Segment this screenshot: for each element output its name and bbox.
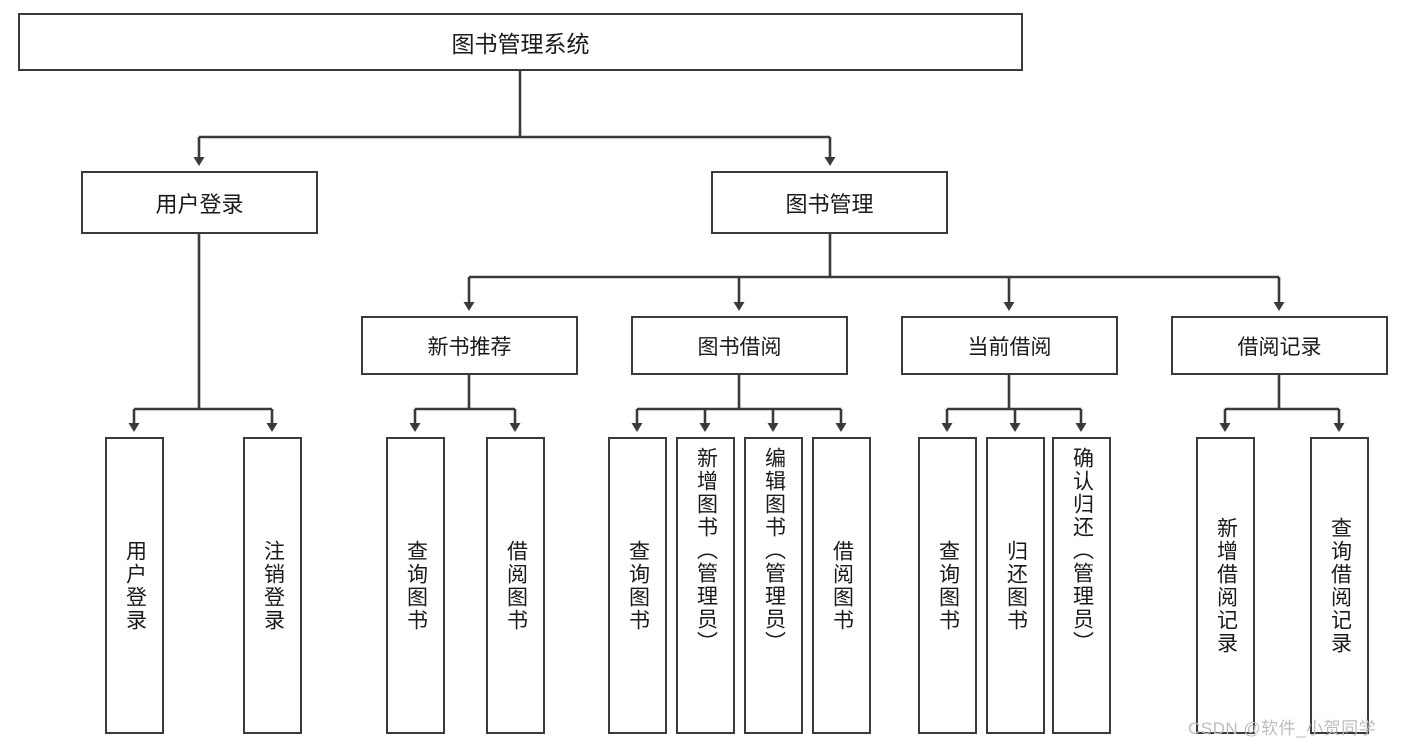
csdn-watermark: CSDN @软件_小贺同学: [1188, 719, 1377, 738]
node-current-borrow-label: 当前借阅: [967, 335, 1052, 359]
leaf-borrow-book-2-label: 借阅图书: [830, 539, 854, 632]
leaf-confirm-return-label: 确认归还（管理员）: [1070, 447, 1094, 654]
leaf-borrow-book-1[interactable]: 借阅图书: [486, 437, 545, 734]
leaf-query-book-1-label: 查询图书: [404, 539, 428, 632]
node-borrow-record[interactable]: 借阅记录: [1171, 316, 1388, 375]
leaf-user-logout-label: 注销登录: [261, 539, 285, 632]
leaf-query-book-2[interactable]: 查询图书: [608, 437, 667, 734]
leaf-add-record[interactable]: 新增借阅记录: [1196, 437, 1255, 734]
node-current-borrow[interactable]: 当前借阅: [901, 316, 1118, 375]
node-user-login-label: 用户登录: [155, 191, 244, 217]
leaf-query-book-1[interactable]: 查询图书: [386, 437, 445, 734]
node-book-manage[interactable]: 图书管理: [711, 171, 948, 234]
node-new-book-rec[interactable]: 新书推荐: [361, 316, 578, 375]
leaf-query-book-3[interactable]: 查询图书: [918, 437, 977, 734]
node-book-manage-label: 图书管理: [785, 191, 874, 217]
leaf-return-book[interactable]: 归还图书: [986, 437, 1045, 734]
leaf-borrow-book-1-label: 借阅图书: [504, 539, 528, 632]
leaf-edit-book-label: 编辑图书（管理员）: [762, 447, 786, 654]
leaf-user-login-label: 用户登录: [123, 539, 147, 632]
leaf-add-book-label: 新增图书（管理员）: [694, 447, 718, 654]
leaf-edit-book[interactable]: 编辑图书（管理员）: [744, 437, 803, 734]
leaf-query-record[interactable]: 查询借阅记录: [1310, 437, 1369, 734]
node-root[interactable]: 图书管理系统: [18, 13, 1023, 71]
node-new-book-rec-label: 新书推荐: [427, 335, 512, 359]
leaf-add-record-label: 新增借阅记录: [1214, 516, 1238, 655]
node-root-label: 图书管理系统: [451, 31, 590, 57]
node-borrow-record-label: 借阅记录: [1237, 335, 1322, 359]
node-book-borrow[interactable]: 图书借阅: [631, 316, 848, 375]
leaf-user-login[interactable]: 用户登录: [105, 437, 164, 734]
leaf-add-book[interactable]: 新增图书（管理员）: [676, 437, 735, 734]
leaf-query-book-2-label: 查询图书: [626, 539, 650, 632]
leaf-query-book-3-label: 查询图书: [936, 539, 960, 632]
leaf-return-book-label: 归还图书: [1004, 539, 1028, 632]
leaf-confirm-return[interactable]: 确认归还（管理员）: [1052, 437, 1111, 734]
leaf-query-record-label: 查询借阅记录: [1328, 516, 1352, 655]
node-user-login[interactable]: 用户登录: [81, 171, 318, 234]
leaf-user-logout[interactable]: 注销登录: [243, 437, 302, 734]
node-book-borrow-label: 图书借阅: [697, 335, 782, 359]
leaf-borrow-book-2[interactable]: 借阅图书: [812, 437, 871, 734]
